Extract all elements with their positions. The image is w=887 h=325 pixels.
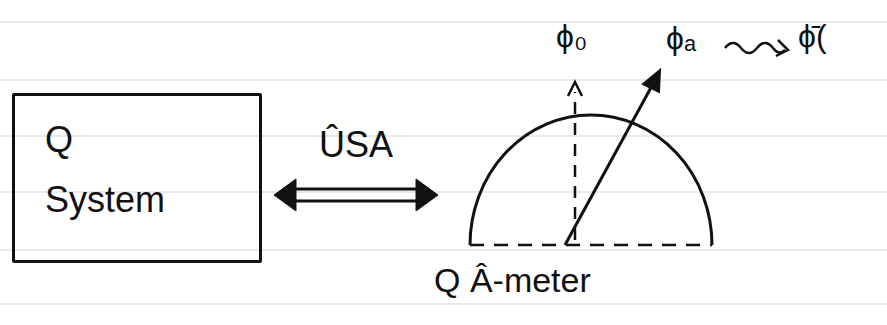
arrow-head xyxy=(416,179,438,211)
arrow-shaft xyxy=(294,188,418,191)
operator-label: ÛSA xyxy=(319,125,393,165)
meter-caption: Q Â-meter xyxy=(434,260,591,300)
zero-caret xyxy=(568,82,582,96)
interaction-arrow xyxy=(274,179,438,211)
squiggle-head xyxy=(776,40,788,56)
angle-label: ϕ₀ xyxy=(556,18,587,55)
arrow-shaft xyxy=(294,200,418,203)
result-label: ϕ̄( xyxy=(798,18,827,55)
arrow-head xyxy=(274,179,296,211)
meter-base xyxy=(470,244,712,247)
dial-arc xyxy=(470,115,712,245)
zero-direction xyxy=(574,92,577,240)
system-box: Q System xyxy=(12,93,262,263)
squiggle-arrow xyxy=(725,43,785,53)
pointer-head xyxy=(643,70,660,92)
angle-label: ϕₐ xyxy=(666,20,696,57)
meter-dial: Q Â-meter xyxy=(440,100,740,310)
meter-pointer xyxy=(565,82,654,245)
box-text: Q System xyxy=(45,110,180,230)
ruled-lines xyxy=(0,22,887,304)
